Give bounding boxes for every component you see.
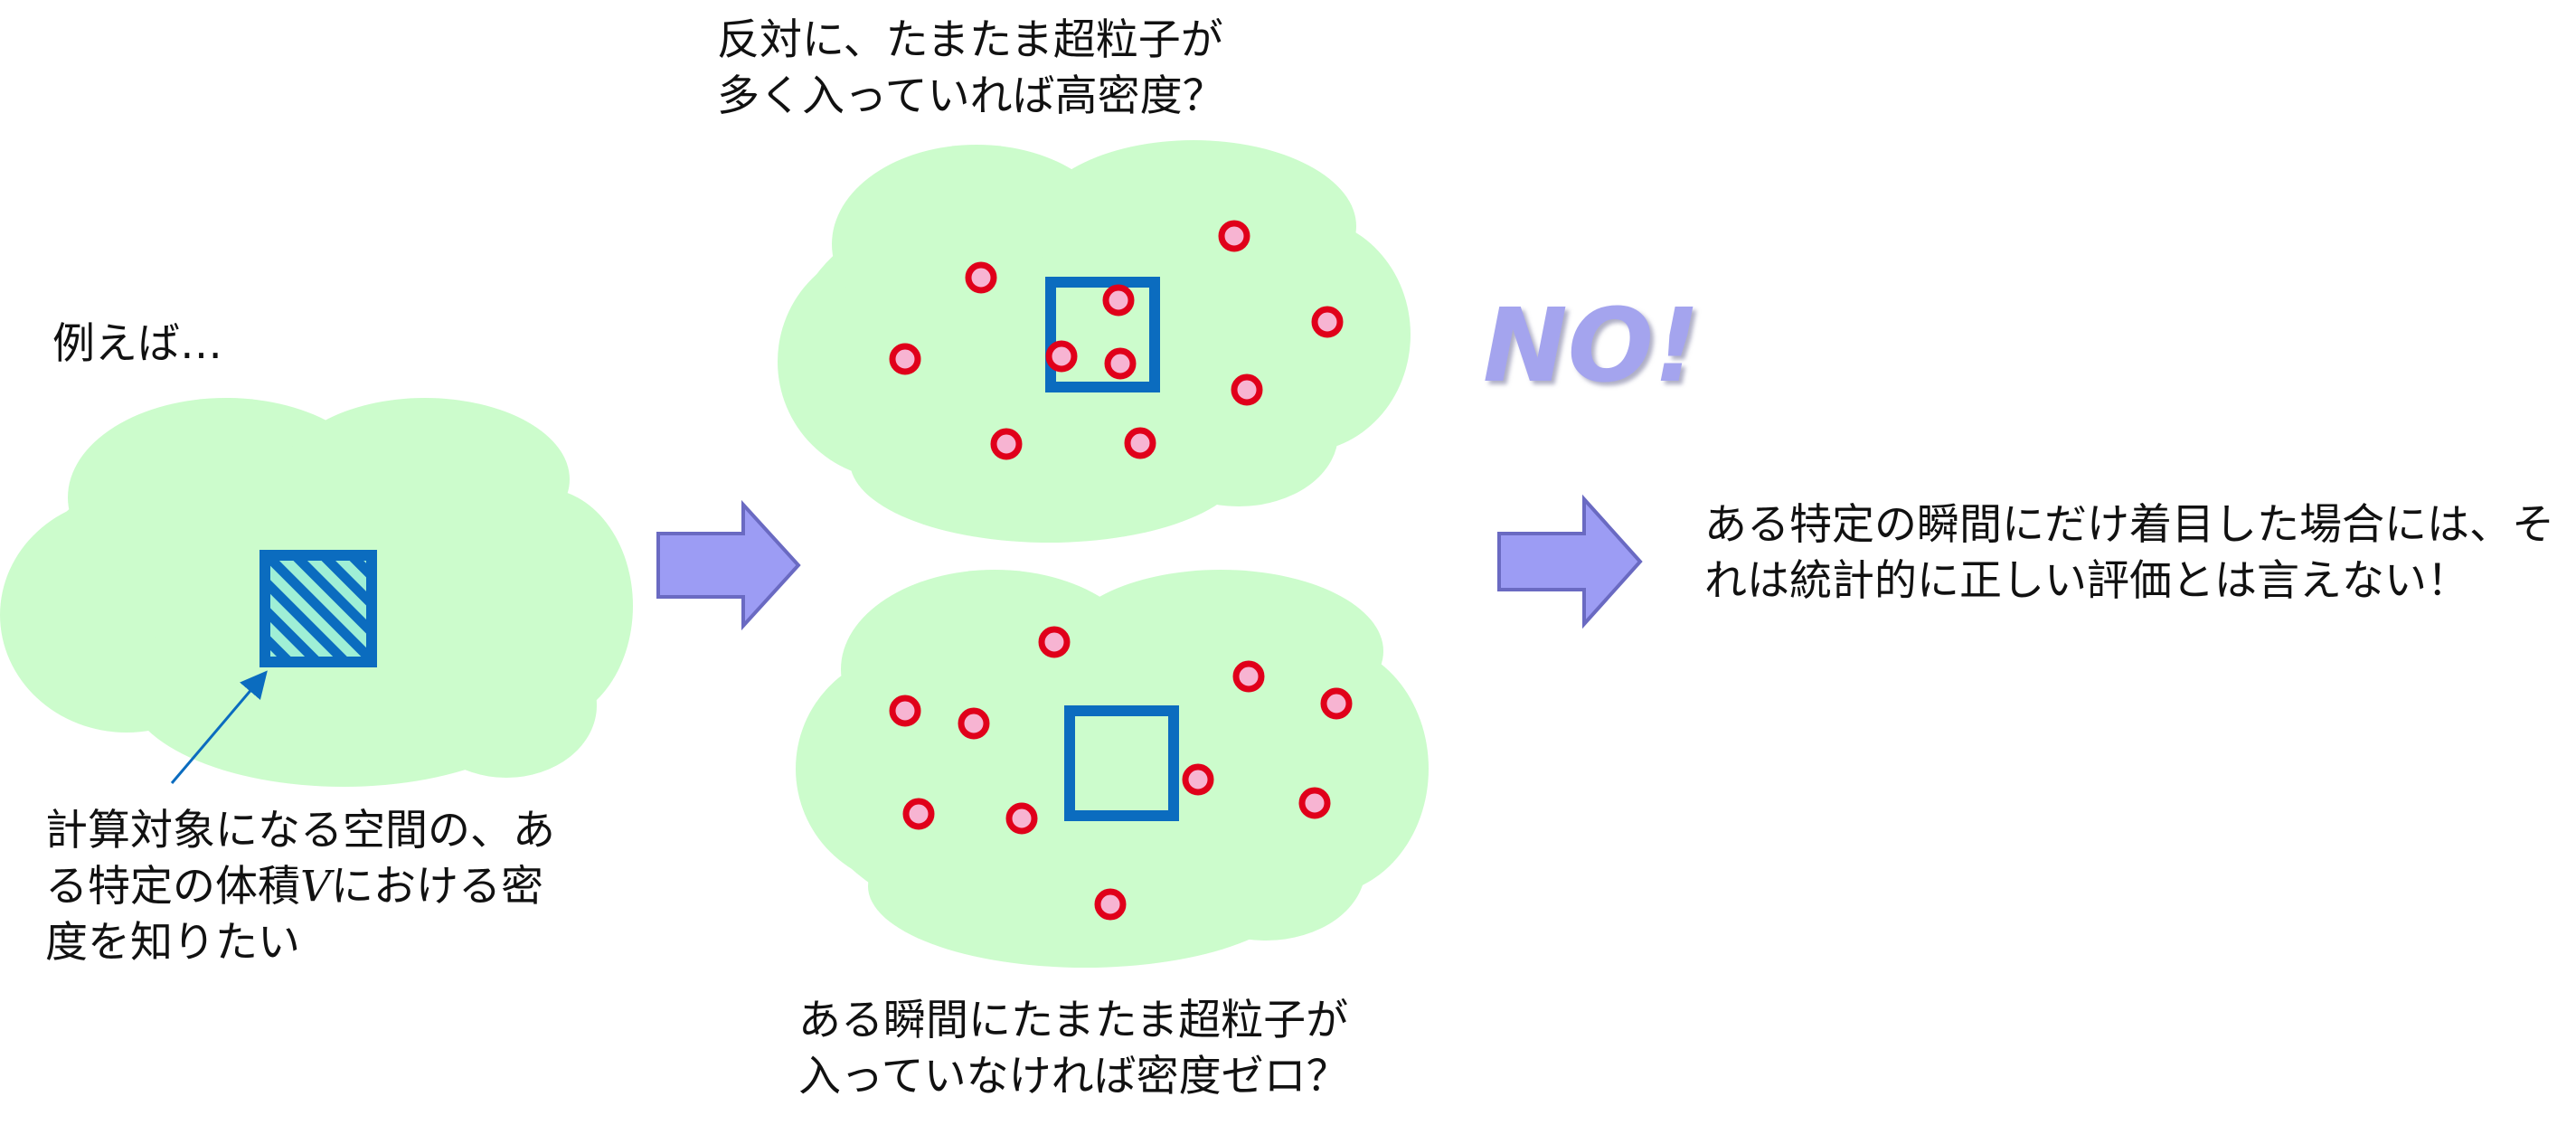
particle-ring-icon <box>889 695 921 727</box>
particle-ring-icon <box>1094 888 1127 921</box>
particle-ring-icon <box>1124 427 1156 459</box>
high-density-question-line-1: 反対に、たまたま超粒子が <box>717 15 1223 65</box>
particle-ring-icon <box>1102 284 1135 317</box>
particle-ring-icon <box>889 343 921 375</box>
high-density-question-line-2: 多く入っていれば高密度？ <box>717 71 1225 121</box>
pointer-arrow-icon <box>170 670 268 784</box>
conclusion-line-1: ある特定の瞬間にだけ着目した場合には、そ <box>1704 500 2554 550</box>
conclusion-text: ある特定の瞬間にだけ着目した場合には、そ れは統計的に正しい評価とは言えない！ <box>1704 497 2554 610</box>
volume-caption-line-3: 度を知りたい <box>45 918 300 968</box>
particle-ring-icon <box>1104 347 1137 380</box>
particle-group-top <box>889 220 1344 460</box>
right-block-arrow-icon <box>1497 494 1643 629</box>
particle-ring-icon <box>1005 802 1038 835</box>
particle-ring-icon <box>990 428 1023 460</box>
particle-ring-icon <box>902 798 935 830</box>
volume-caption-line-2-after: における密 <box>330 862 543 912</box>
volume-v-box-bottom <box>1064 705 1179 821</box>
particle-ring-icon <box>1320 687 1353 720</box>
intro-text: 例えば… <box>52 319 222 369</box>
particle-ring-icon <box>1311 306 1344 338</box>
particle-ring-icon <box>1182 763 1214 796</box>
right-block-arrow-icon <box>656 499 801 631</box>
particle-ring-icon <box>1045 340 1078 373</box>
particle-ring-icon <box>1218 220 1250 252</box>
conclusion-line-2: れは統計的に正しい評価とは言えない！ <box>1704 556 2469 606</box>
particle-ring-icon <box>965 261 997 294</box>
volume-caption-line-2: る特定の体積Vにおける密 <box>45 859 555 915</box>
volume-caption-line-2-before: る特定の体積 <box>45 862 300 912</box>
volume-variable: V <box>300 862 331 912</box>
space-cloud-top <box>778 140 1411 543</box>
volume-v-box-top <box>1045 277 1160 392</box>
zero-density-question-line-1: ある瞬間にたまたま超粒子が <box>798 996 1349 1045</box>
volume-caption: 計算対象になる空間の、あ る特定の体積Vにおける密 度を知りたい <box>45 803 555 971</box>
space-cloud-left <box>0 398 633 787</box>
volume-v-box-hatched <box>259 550 377 667</box>
no-label: NO! <box>1483 288 1701 405</box>
particle-ring-icon <box>958 707 990 740</box>
particle-ring-icon <box>1298 787 1331 819</box>
space-cloud-bottom <box>796 570 1429 968</box>
volume-caption-line-1: 計算対象になる空間の、あ <box>45 806 555 856</box>
particle-group-bottom <box>889 626 1353 921</box>
particle-ring-icon <box>1231 373 1263 406</box>
particle-ring-icon <box>1038 626 1071 658</box>
particle-ring-icon <box>1232 660 1265 693</box>
zero-density-question: ある瞬間にたまたま超粒子が 入っていなければ密度ゼロ？ <box>798 993 1349 1105</box>
high-density-question: 反対に、たまたま超粒子が 多く入っていれば高密度？ <box>717 13 1225 125</box>
zero-density-question-line-2: 入っていなければ密度ゼロ？ <box>798 1052 1349 1101</box>
